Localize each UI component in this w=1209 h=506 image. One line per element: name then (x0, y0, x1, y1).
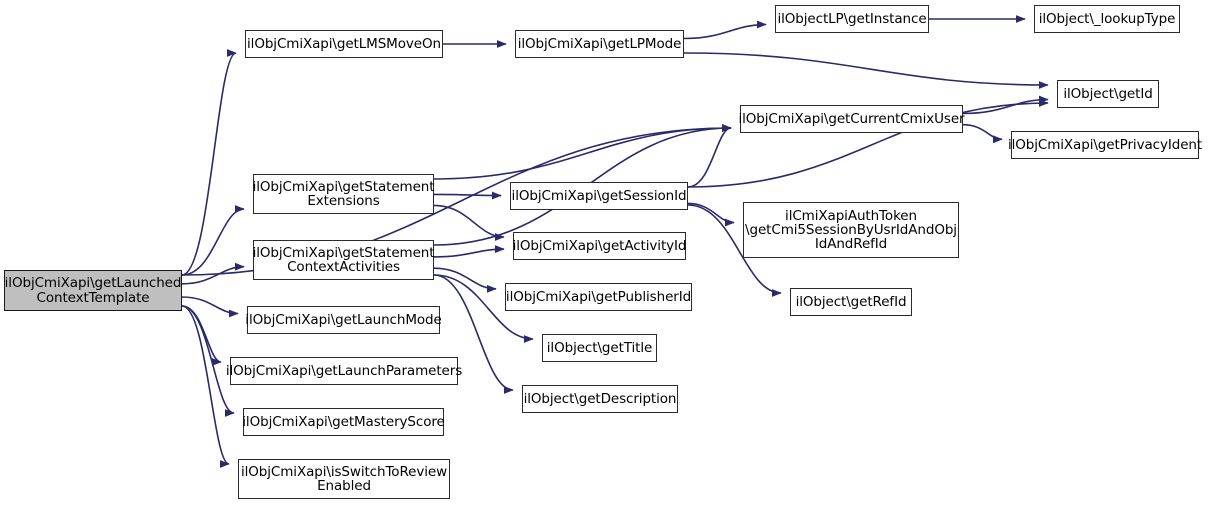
edge-stmtCtxActs-to-publisherId (433, 267, 497, 293)
graph-node-root[interactable]: ilObjCmiXapi\getLaunched ContextTemplate (4, 270, 182, 311)
edge-sessionId-to-authToken (687, 202, 735, 227)
graph-node-launchMode[interactable]: ilObjCmiXapi\getLaunchMode (245, 306, 442, 334)
edge-stmtExtensions-to-currentCmixUser (433, 124, 732, 180)
graph-node-lmsMoveOn[interactable]: ilObjCmiXapi\getLMSMoveOn (245, 30, 443, 58)
graph-node-currentCmixUser[interactable]: ilObjCmiXapi\getCurrentCmixUser (738, 105, 965, 133)
edge-lpMode-to-lpInstance (683, 20, 767, 40)
edge-root-to-switchToReview (181, 305, 230, 468)
graph-node-getTitle[interactable]: ilObject\getTitle (542, 334, 657, 362)
edge-currentCmixUser-to-privacyIdent (962, 123, 1003, 144)
graph-node-activityId[interactable]: ilObjCmiXapi\getActivityId (513, 232, 686, 260)
graph-node-getRefId[interactable]: ilObject\getRefId (790, 288, 912, 316)
graph-node-authToken[interactable]: ilCmiXapiAuthToken \getCmi5SessionByUsrI… (743, 202, 959, 258)
graph-node-lpMode[interactable]: ilObjCmiXapi\getLPMode (515, 30, 684, 58)
graph-node-publisherId[interactable]: ilObjCmiXapi\getPublisherId (505, 283, 692, 311)
graph-node-switchToReview[interactable]: ilObjCmiXapi\isSwitchToReview Enabled (238, 459, 450, 499)
graph-node-lookupType[interactable]: ilObject\_lookupType (1034, 5, 1180, 33)
edge-root-to-launchParams (181, 305, 222, 366)
graph-node-privacyIdent[interactable]: ilObjCmiXapi\getPrivacyIdent (1008, 131, 1202, 159)
edge-root-to-stmtCtxActs (181, 262, 245, 285)
edge-root-to-stmtExtensions (181, 205, 245, 276)
edge-root-to-masteryScore (181, 305, 235, 417)
edge-stmtExtensions-to-activityId (433, 204, 505, 241)
edge-lpMode-to-getId (683, 52, 1049, 89)
edge-root-to-launchMode (181, 296, 239, 318)
edge-sessionId-to-currentCmixUser (687, 124, 732, 188)
edge-root-to-lmsMoveOn (181, 49, 237, 276)
graph-node-masteryScore[interactable]: ilObjCmiXapi\getMasteryScore (242, 408, 445, 436)
graph-node-sessionId[interactable]: ilObjCmiXapi\getSessionId (510, 182, 688, 210)
edge-currentCmixUser-to-getId (962, 95, 1049, 115)
graph-node-stmtCtxActs[interactable]: ilObjCmiXapi\getStatement ContextActivit… (253, 240, 435, 280)
edge-stmtExtensions-to-sessionId (433, 191, 502, 200)
graph-node-stmtExtensions[interactable]: ilObjCmiXapi\getStatement Extensions (253, 174, 435, 214)
graph-node-getDescription[interactable]: ilObject\getDescription (522, 385, 678, 413)
graph-node-launchParams[interactable]: ilObjCmiXapi\getLaunchParameters (226, 357, 462, 385)
edge-stmtCtxActs-to-activityId (433, 245, 505, 258)
graph-node-lpInstance[interactable]: ilObjectLP\getInstance (775, 5, 929, 33)
graph-node-getId[interactable]: ilObject\getId (1057, 80, 1159, 108)
